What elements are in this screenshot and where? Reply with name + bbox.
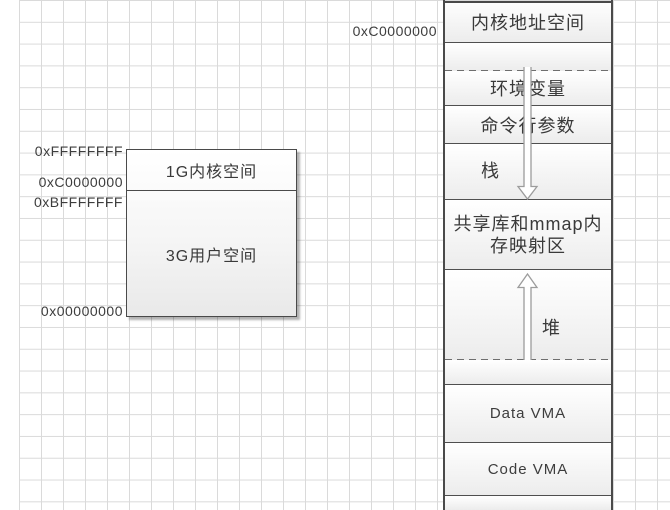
address-label-0xffffffff: 0xFFFFFFFF — [34, 143, 123, 159]
section-data-vma: Data VMA — [445, 385, 611, 443]
section-mmap: 共享库和mmap内存映射区 — [445, 200, 611, 270]
user-space-label: 3G用户空间 — [165, 248, 258, 265]
code-vma-label: Code VMA — [487, 460, 569, 478]
address-label-0xc0000000-left: 0xC0000000 — [38, 174, 123, 190]
address-label-0x00000000: 0x00000000 — [40, 303, 123, 319]
section-gap-lower — [445, 360, 611, 385]
address-label-0xc0000000-right: 0xC0000000 — [352, 23, 437, 39]
kernel-address-space-label: 内核地址空间 — [471, 12, 585, 33]
section-heap: 堆 — [445, 270, 611, 360]
section-gap-upper — [445, 43, 611, 71]
column-border-right — [611, 0, 613, 510]
kernel-space-section: 1G内核空间 — [127, 150, 296, 191]
dashed-line-lower — [445, 359, 611, 360]
cmd-args-label: 命令行参数 — [480, 115, 576, 136]
user-space-section: 3G用户空间 — [127, 191, 296, 317]
stack-label: 栈 — [481, 160, 500, 181]
left-memory-box: 1G内核空间 3G用户空间 — [126, 149, 297, 317]
column-border-top — [443, 1, 613, 3]
section-stack: 栈 — [445, 144, 611, 200]
env-vars-label: 环境变量 — [490, 79, 566, 99]
address-label-0xbfffffff: 0xBFFFFFFF — [34, 194, 123, 210]
section-code-vma: Code VMA — [445, 443, 611, 496]
column-border-left — [443, 0, 445, 510]
section-bottom-cutoff — [445, 496, 611, 510]
heap-label: 堆 — [542, 318, 561, 338]
data-vma-label: Data VMA — [489, 405, 567, 422]
mmap-label: 共享库和mmap内存映射区 — [453, 213, 603, 256]
section-cmd-args: 命令行参数 — [445, 106, 611, 144]
dashed-line-upper — [445, 70, 611, 71]
section-env-vars: 环境变量 — [445, 71, 611, 106]
section-kernel-address-space: 内核地址空间 — [445, 1, 611, 43]
kernel-space-label: 1G内核空间 — [165, 164, 258, 181]
